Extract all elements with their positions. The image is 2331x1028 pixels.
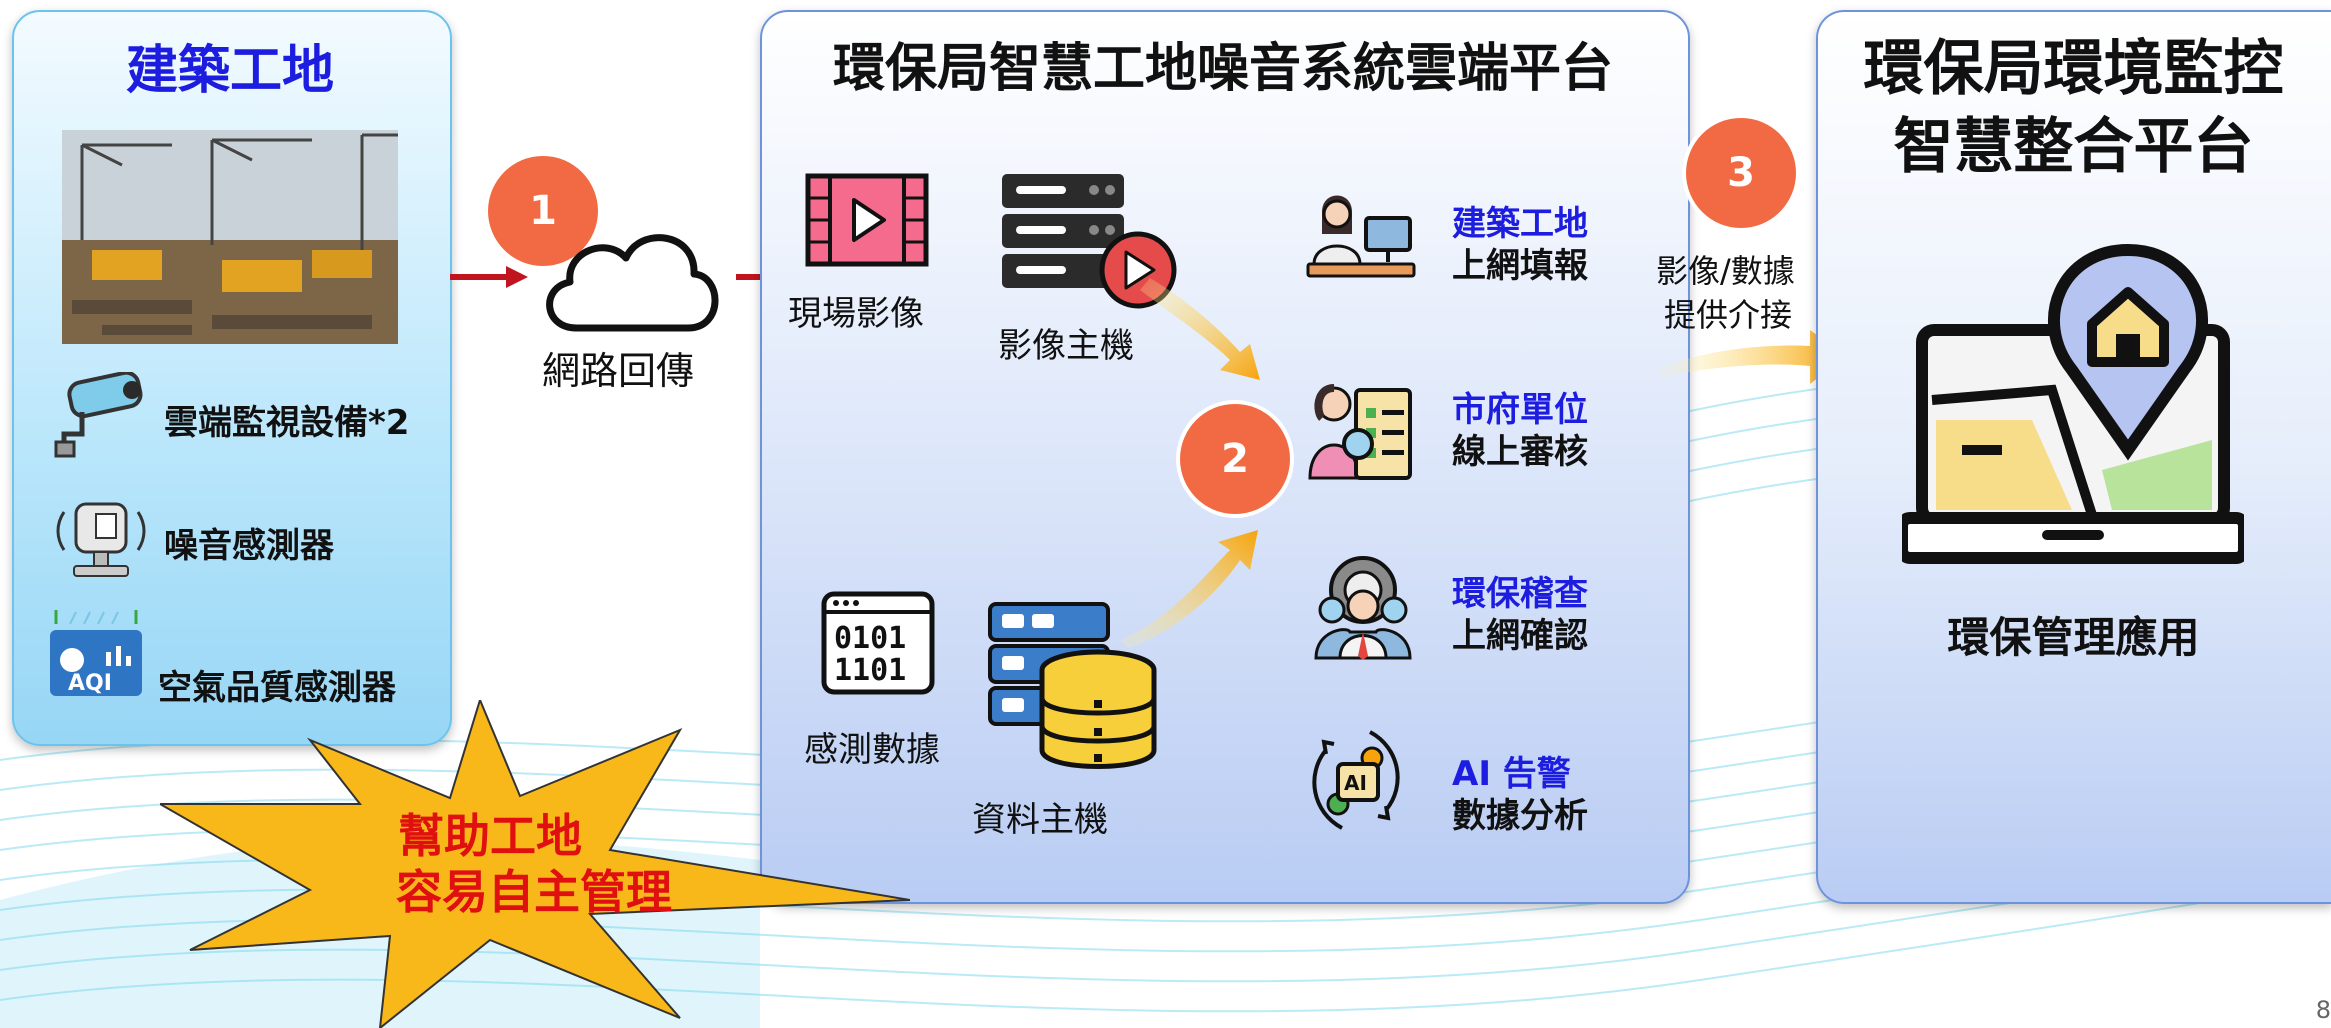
data-host-label: 資料主機 bbox=[972, 800, 1108, 840]
arrow-site-to-cloud bbox=[450, 266, 528, 288]
sensor-data-label: 感測數據 bbox=[804, 730, 940, 770]
function-4-title: AI 告警 bbox=[1452, 754, 1571, 794]
function-3-desc: 上網確認 bbox=[1452, 616, 1588, 656]
function-2-title: 市府單位 bbox=[1452, 390, 1588, 430]
ai-chip-icon: AI bbox=[1312, 730, 1400, 830]
staff-desk-icon bbox=[1306, 195, 1416, 278]
function-1-desc: 上網填報 bbox=[1452, 246, 1588, 286]
starburst-callout bbox=[160, 700, 910, 1028]
step-1-badge: 1 bbox=[488, 156, 598, 266]
noise-sensor-icon bbox=[56, 502, 146, 577]
function-4-desc: 數據分析 bbox=[1452, 796, 1588, 836]
monitoring-platform-title-line2: 智慧整合平台 bbox=[1893, 112, 2254, 182]
cloud-label: 網路回傳 bbox=[542, 349, 695, 393]
video-host-label: 影像主機 bbox=[998, 326, 1134, 366]
svg-text:1101: 1101 bbox=[834, 653, 906, 688]
provide-label-line1: 影像/數據 bbox=[1656, 252, 1795, 290]
svg-text:0101: 0101 bbox=[834, 621, 906, 656]
function-1-title: 建築工地 bbox=[1452, 204, 1588, 244]
team-gear-icon bbox=[1314, 556, 1412, 660]
svg-text:AI: AI bbox=[1344, 771, 1367, 795]
video-label: 現場影像 bbox=[788, 294, 924, 334]
construction-site-photo bbox=[62, 130, 398, 344]
step-2-badge: 2 bbox=[1180, 404, 1290, 514]
video-host-icon bbox=[1002, 174, 1177, 309]
function-2-desc: 線上審核 bbox=[1452, 432, 1588, 472]
svg-text:AQI: AQI bbox=[68, 671, 112, 696]
noise-sensor-label: 噪音感測器 bbox=[164, 526, 334, 566]
flow-arrows bbox=[1120, 278, 1260, 648]
function-3-title: 環保稽查 bbox=[1452, 574, 1588, 614]
env-management-app-label: 環保管理應用 bbox=[1947, 613, 2200, 662]
review-checklist-icon bbox=[1308, 384, 1412, 480]
data-host-icon bbox=[988, 602, 1157, 769]
video-icon bbox=[805, 173, 929, 267]
construction-photo-illustration bbox=[62, 130, 398, 344]
provide-arrow bbox=[1660, 330, 1846, 384]
starburst-text-line2: 容易自主管理 bbox=[396, 865, 672, 919]
cloud-platform-title: 環保局智慧工地噪音系統雲端平台 bbox=[832, 39, 1613, 99]
laptop-map-location-icon bbox=[1902, 243, 2244, 564]
starburst-text-line1: 幫助工地 bbox=[398, 809, 582, 863]
aqi-sensor-icon: AQI bbox=[50, 610, 142, 696]
construction-site-title: 建築工地 bbox=[125, 41, 334, 101]
provide-label-line2: 提供介接 bbox=[1664, 296, 1793, 334]
monitoring-platform-title-line1: 環保局環境監控 bbox=[1863, 34, 2284, 104]
aqi-sensor-label: 空氣品質感測器 bbox=[158, 668, 396, 708]
page-number: 8 bbox=[2315, 996, 2331, 1024]
cctv-camera-icon bbox=[54, 372, 143, 458]
cloud-icon bbox=[546, 234, 719, 332]
step-3-badge: 3 bbox=[1686, 118, 1796, 228]
cctv-label: 雲端監視設備*2 bbox=[164, 403, 410, 443]
binary-data-icon: 0101 1101 bbox=[821, 591, 935, 695]
